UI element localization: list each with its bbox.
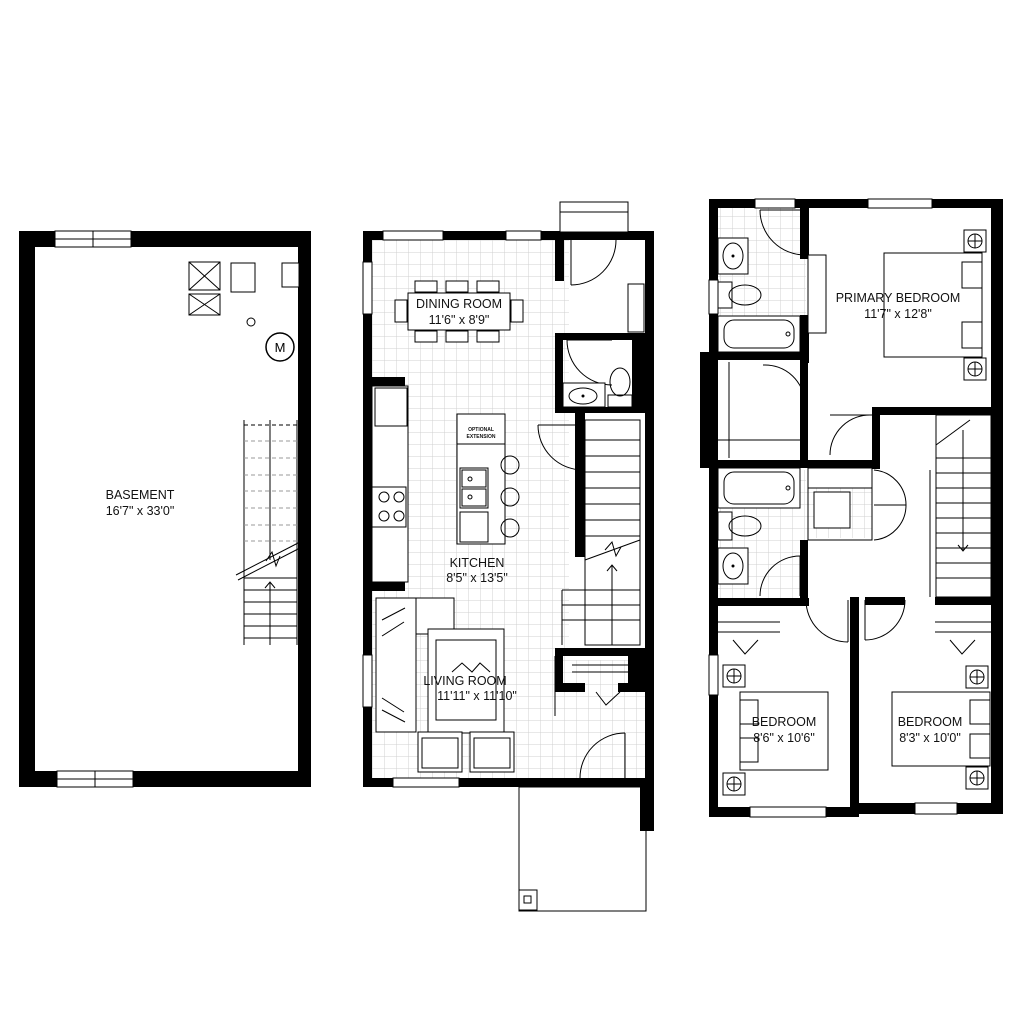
bedroom3-size: 8'3" x 10'0" [899,731,961,745]
bedroom2-furniture [718,621,829,796]
bedroom2-label: BEDROOM [752,715,817,729]
primary-bedroom-furniture [807,229,987,381]
bedroom2-size: 8'6" x 10'6" [753,731,815,745]
powder-room [562,339,633,408]
dining-room-size: 11'6" x 8'9" [429,313,490,327]
basement-label: BASEMENT [106,488,175,502]
linen-closet [807,467,907,541]
basement-window-bottom [56,770,134,788]
walk-in-closet [718,362,806,458]
ensuite-bath [717,209,806,353]
kitchen-label: KITCHEN [450,556,505,570]
dining-table [394,280,524,343]
main-bath [717,467,801,597]
main-floor-plan: DINING ROOM 11'6" x 8'9" OPTIONAL EXTENS… [362,201,654,912]
rear-stoop [559,201,629,233]
bedroom3-furniture [891,621,991,790]
kitchen-counters [371,385,409,583]
upper-stairs [929,414,992,598]
basement-plan: M BASEMENT 16'7" x [19,230,311,788]
basement-stairs [235,420,301,645]
basement-window-top [54,230,132,248]
basement-size: 16'7" x 33'0" [106,504,175,518]
meter-icon: M [265,332,295,362]
main-stairs [537,419,641,646]
living-furniture [375,597,515,773]
main-windows [362,230,542,788]
dining-room-label: DINING ROOM [416,297,502,311]
upper-floor-plan: PRIMARY BEDROOM 11'7" x 12'8" [700,198,1003,818]
extension-label: EXTENSION [467,434,496,440]
kitchen-island: OPTIONAL EXTENSION [456,413,520,545]
front-entry [554,656,628,779]
living-room-size: 11'11" x 11'10" [437,689,517,703]
bedroom3-label: BEDROOM [898,715,963,729]
furnace-equipment [188,261,300,327]
kitchen-size: 8'5" x 13'5" [446,571,508,585]
primary-bedroom-size: 11'7" x 12'8" [864,307,932,321]
meter-label: M [275,340,286,355]
primary-bedroom-label: PRIMARY BEDROOM [836,291,961,305]
living-room-label: LIVING ROOM [423,674,506,688]
optional-label: OPTIONAL [468,427,494,433]
front-porch [518,786,654,912]
